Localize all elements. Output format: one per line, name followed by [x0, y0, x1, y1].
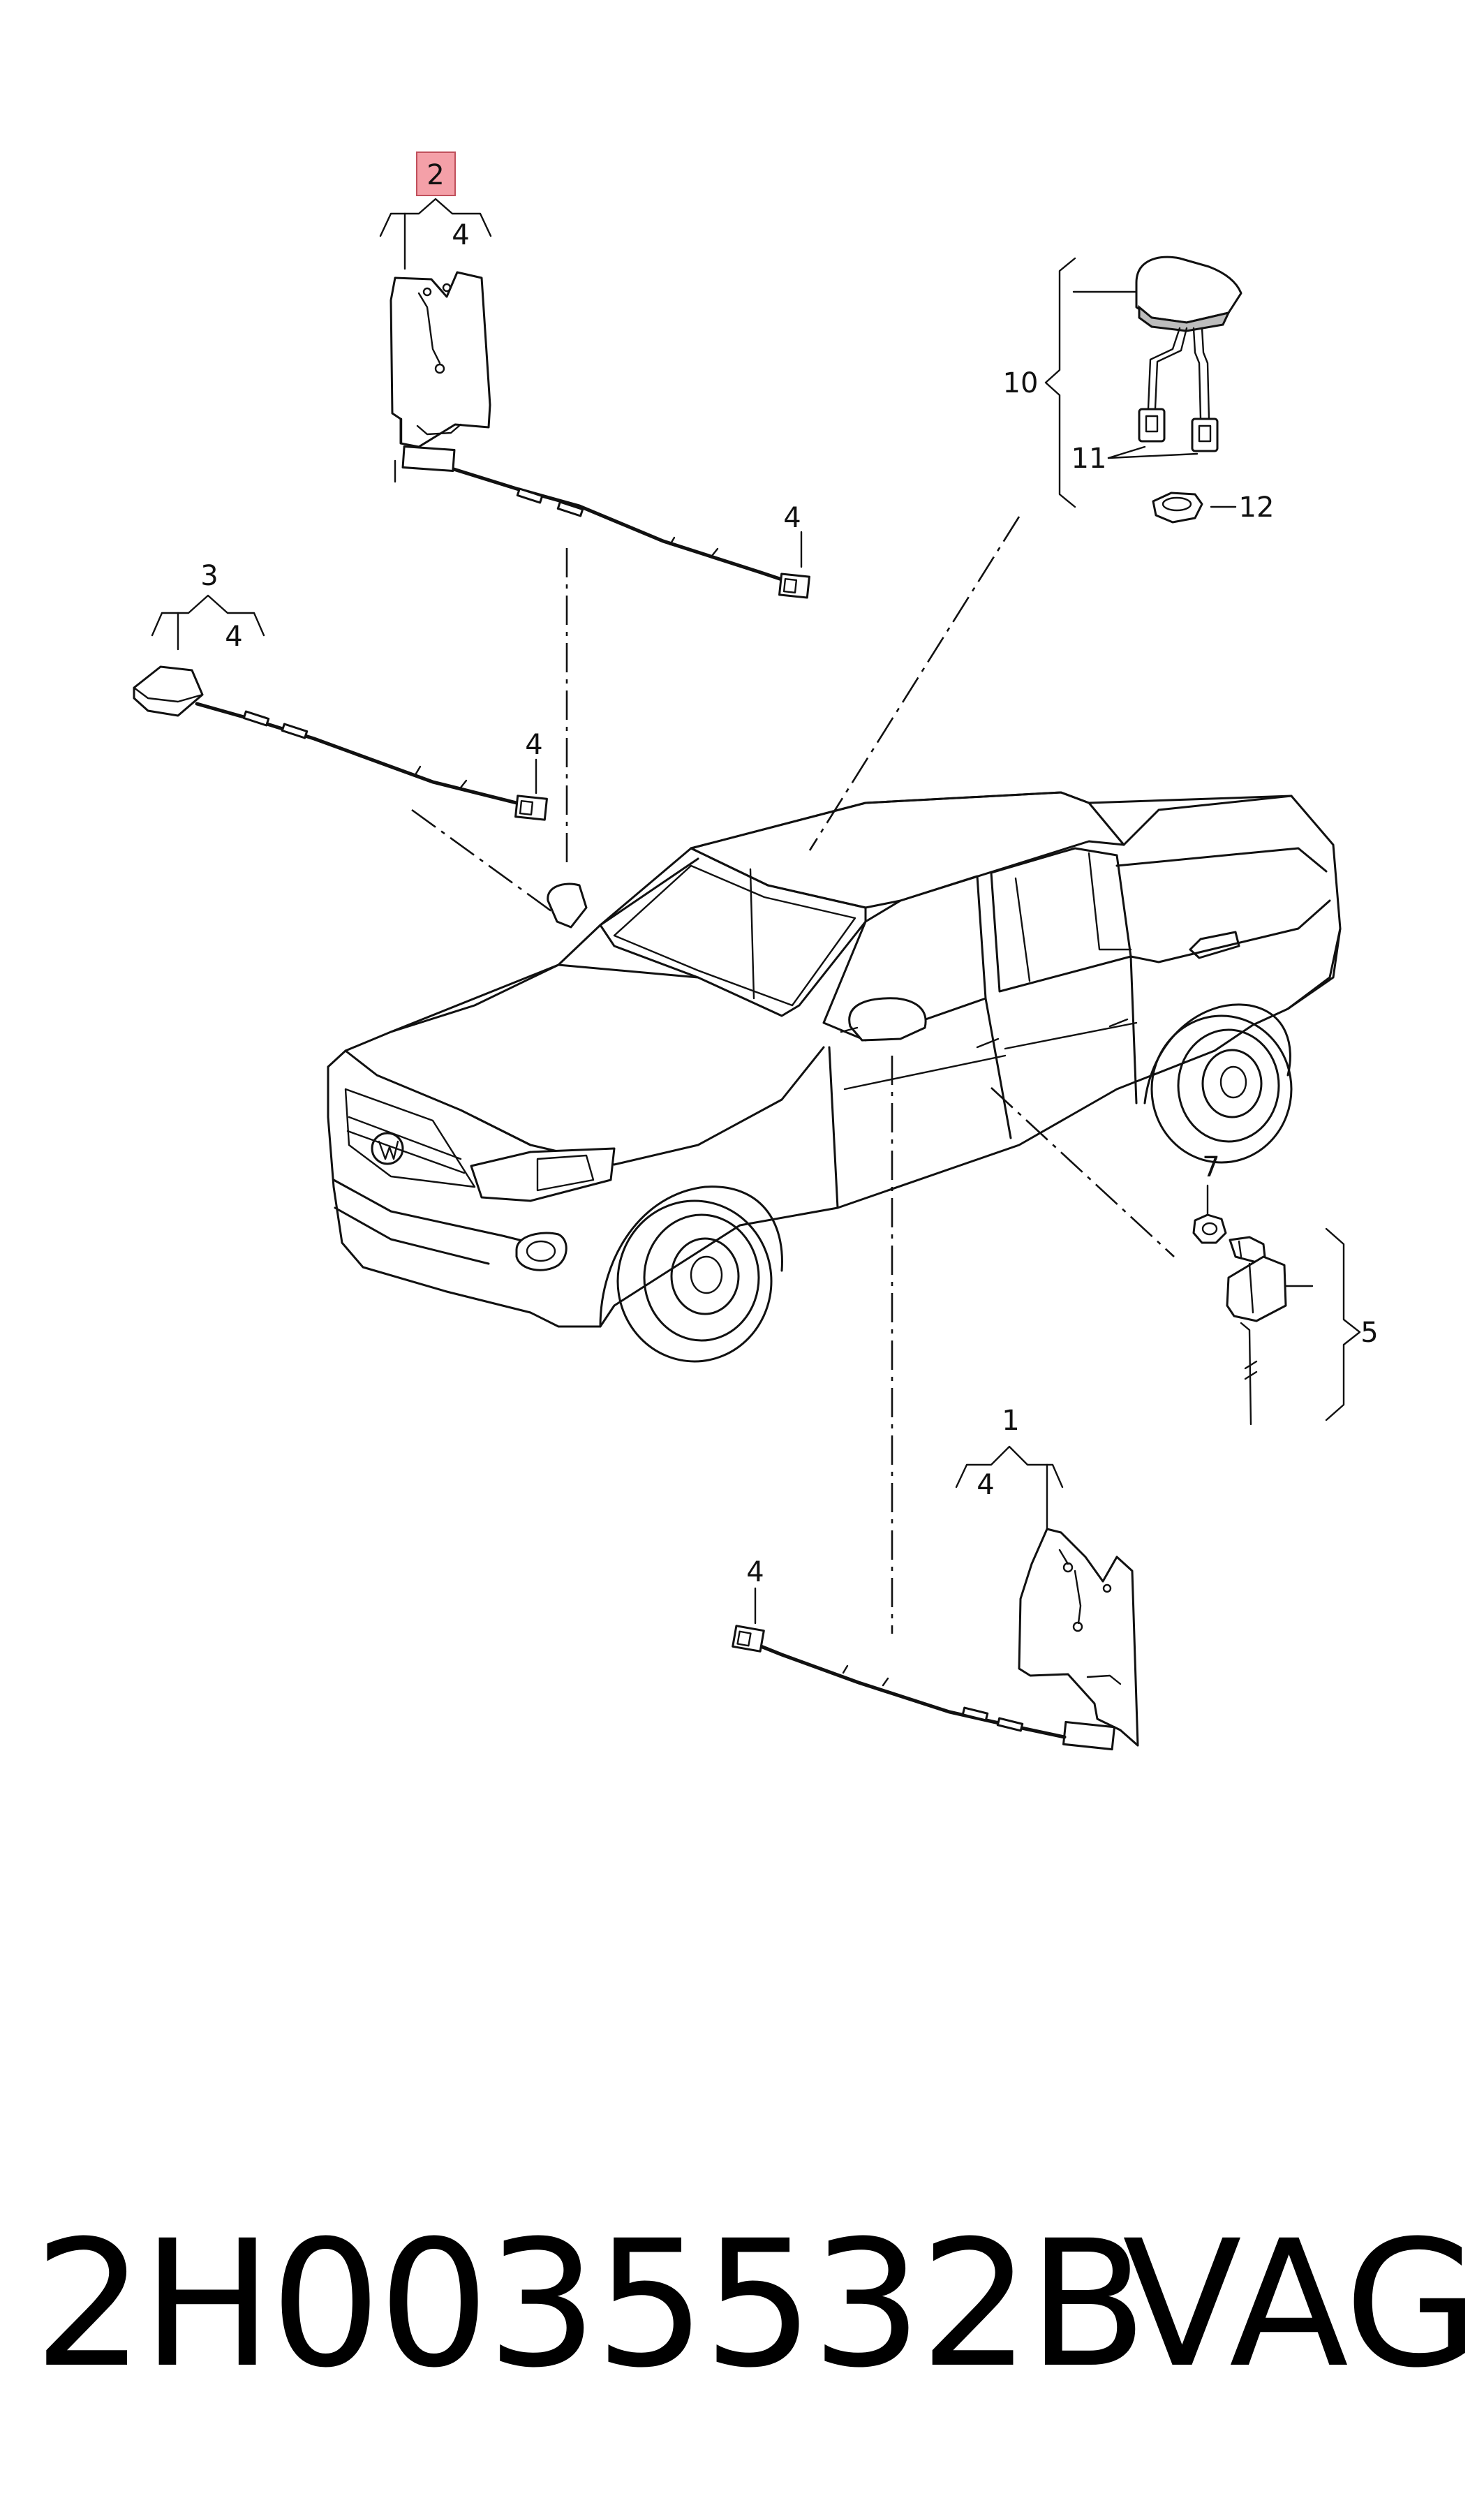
part-2-highlight-box — [416, 152, 456, 196]
callout-1-sub-4: 4 — [977, 1469, 994, 1501]
leader-lines — [411, 516, 1175, 1634]
callout-2: 2 — [426, 159, 444, 191]
part-number: 2H0035532B — [34, 2203, 1148, 2406]
callout-1-connector-4: 4 — [746, 1556, 764, 1588]
callout-7: 7 — [1202, 1151, 1219, 1183]
callout-3-sub-4: 4 — [225, 621, 242, 653]
part-3-puck-antenna: 3 4 4 — [133, 560, 548, 821]
part-5-side-antenna: 7 5 — [1192, 1151, 1379, 1426]
callout-2-sub-4: 4 — [452, 219, 469, 251]
callout-12: 12 — [1239, 492, 1275, 524]
part-1-window-antenna: 1 4 4 — [732, 1405, 1139, 1751]
callout-10: 10 — [1003, 367, 1039, 399]
callout-11: 11 — [1071, 443, 1107, 475]
callout-2-connector-4: 4 — [783, 502, 801, 534]
callout-3: 3 — [200, 560, 218, 592]
callout-5: 5 — [1360, 1317, 1378, 1349]
brand-name: VAG — [1122, 2203, 1479, 2406]
callout-1: 1 — [1002, 1405, 1019, 1437]
part-10-roof-antenna: 10 11 12 — [1003, 256, 1275, 524]
callout-3-connector-4: 4 — [525, 729, 542, 761]
pickup-truck-illustration — [327, 791, 1342, 1363]
part-2-window-antenna: 2 4 4 — [379, 152, 810, 599]
